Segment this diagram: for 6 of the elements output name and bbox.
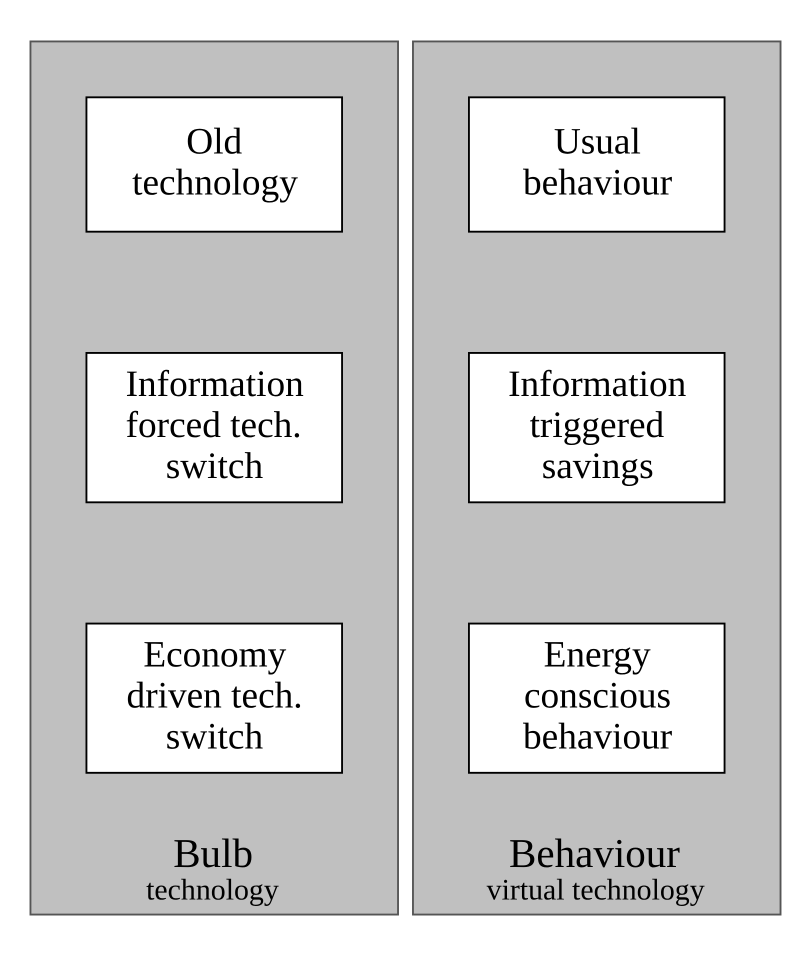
node-box: Information triggered savings [468,352,726,504]
node-box: Economy driven tech. switch [86,622,343,774]
node-box: Usual behaviour [468,96,726,233]
node-box: Old technology [86,96,343,233]
node-box: Energy conscious behaviour [468,622,726,774]
node-box: Information forced tech. switch [86,352,343,504]
